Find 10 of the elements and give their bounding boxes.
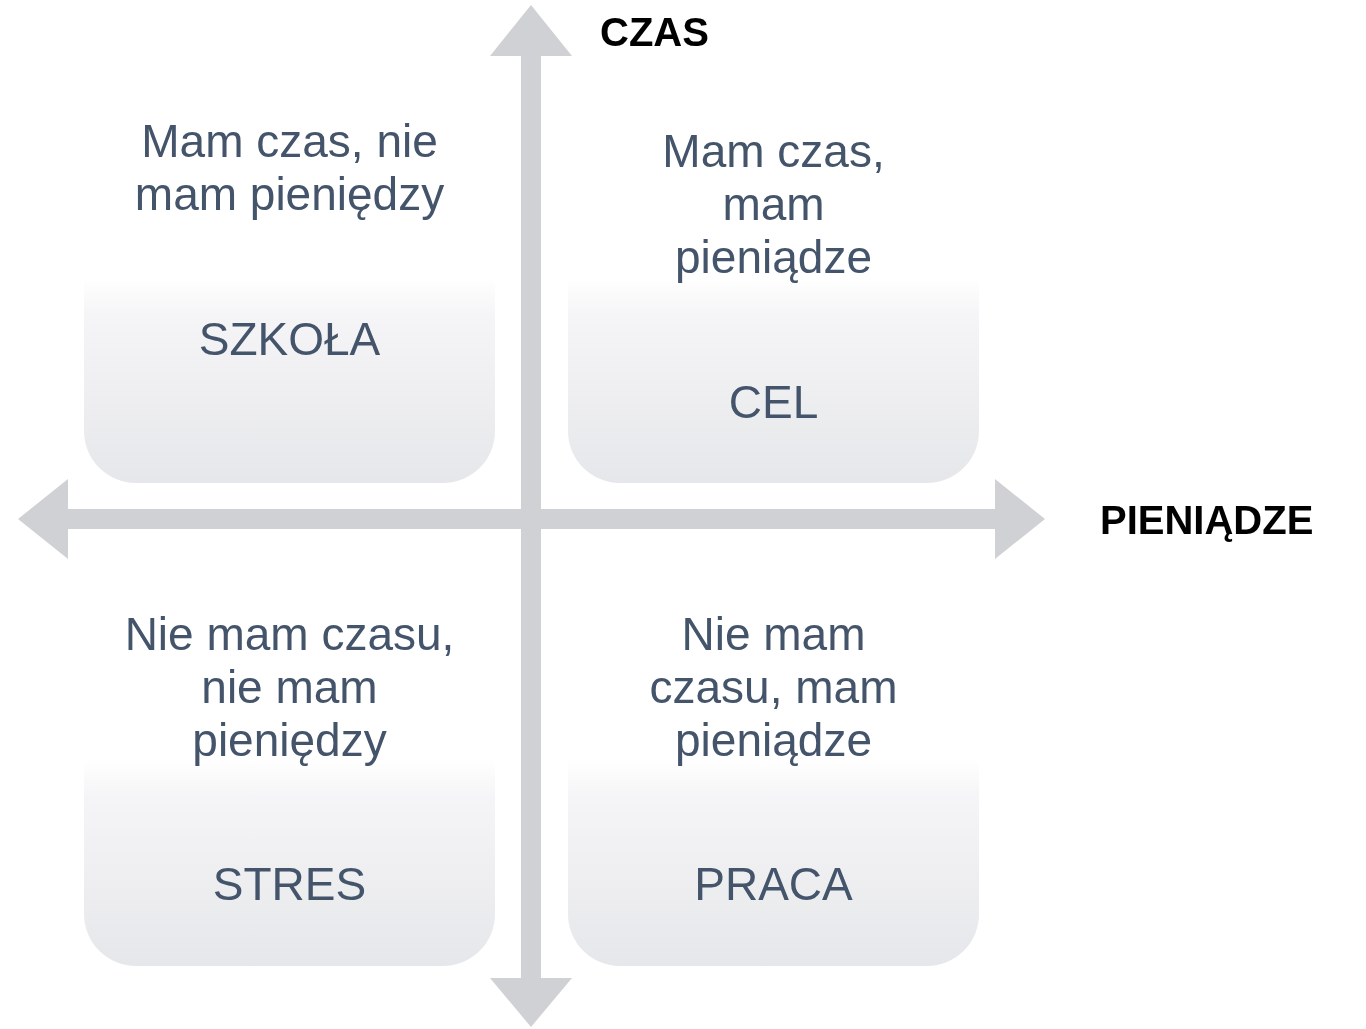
quadrant-description: Mam czas, nie mam pieniędzy [133,115,446,221]
quadrant-label: STRES [211,858,368,910]
horizontal-axis-label: PIENIĄDZE [1100,497,1314,543]
quadrant-label: PRACA [693,858,854,910]
quadrant-description: Nie mam czasu, nie mam pieniędzy [123,608,456,767]
vertical-axis-label: CZAS [600,9,709,55]
quadrant-label: CEL [727,376,820,428]
quadrant-description: Mam czas, mam pieniądze [661,125,886,284]
quadrant-description: Nie mam czasu, mam pieniądze [648,608,899,767]
quadrant-label: SZKOŁA [197,313,382,365]
